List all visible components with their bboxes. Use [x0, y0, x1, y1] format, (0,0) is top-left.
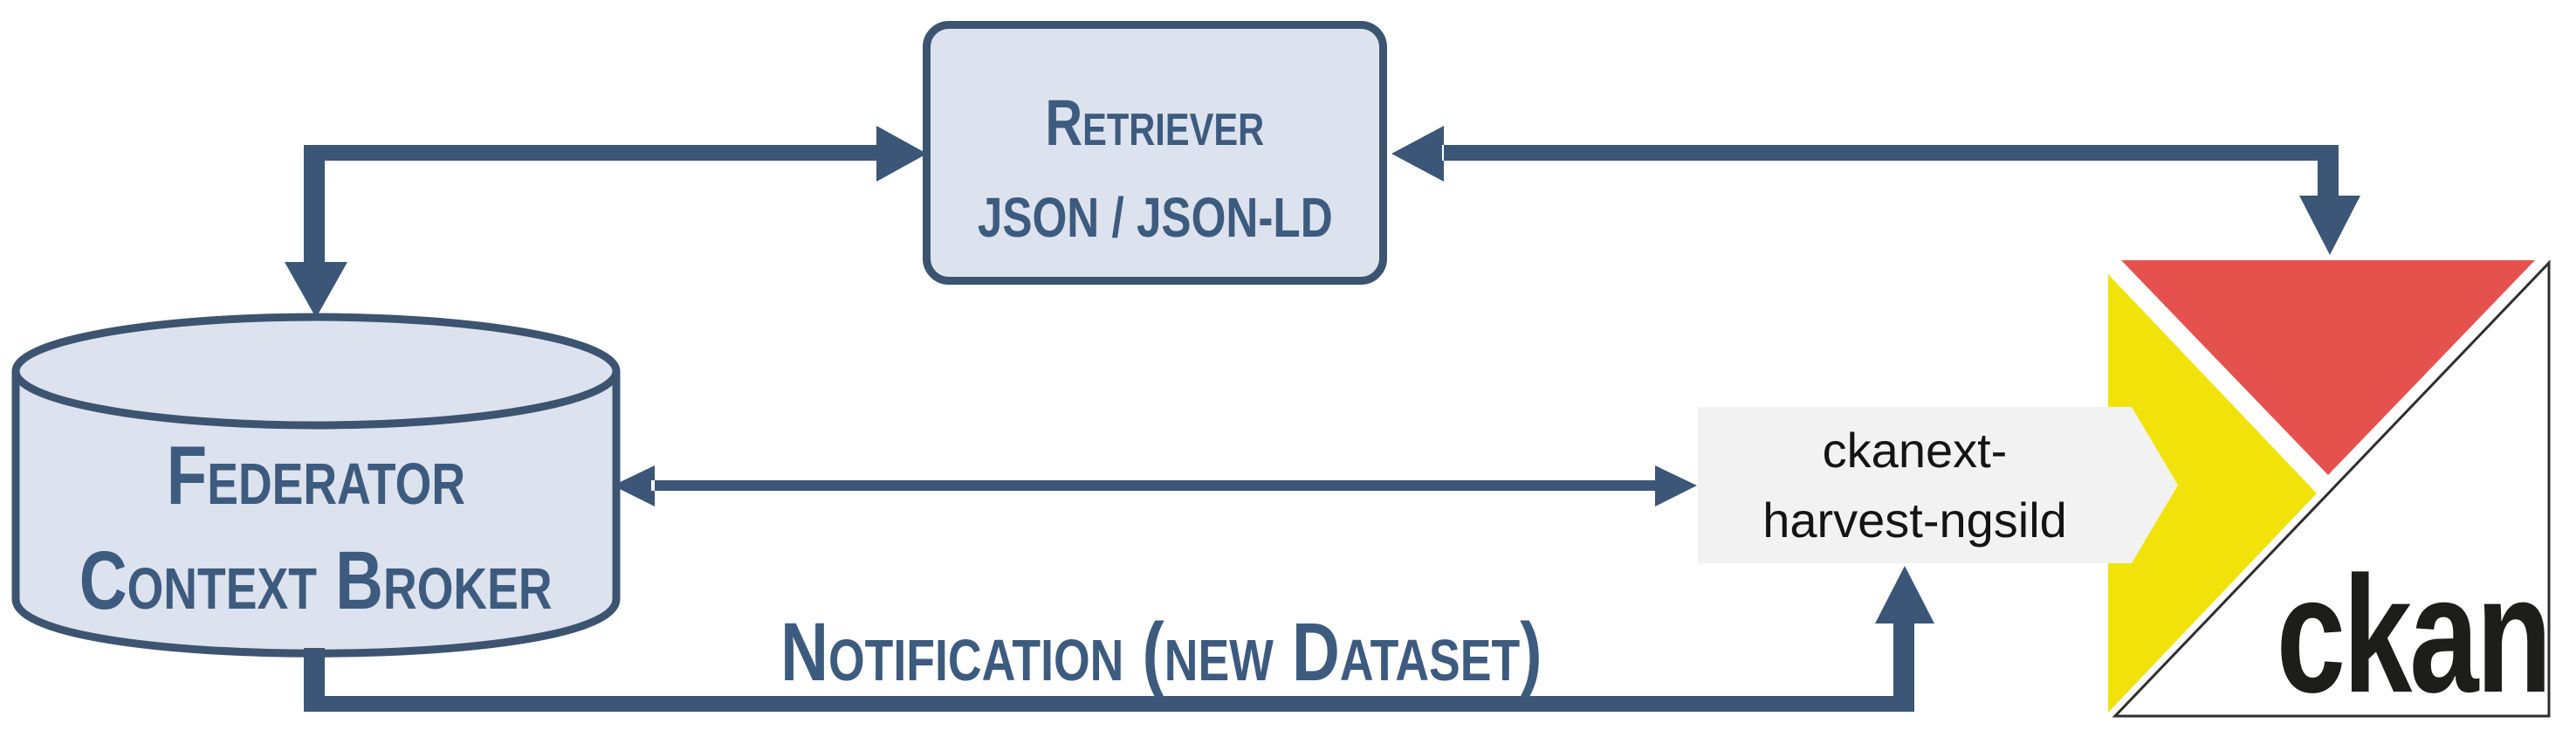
ckan-logo-graphic [2108, 259, 2551, 718]
harvester-label-line2: harvest-ngsild [1762, 492, 2067, 548]
arrow-broker-harvester [613, 465, 1697, 506]
federator-line1-text: Federator [166, 430, 466, 522]
ckan-logo-white-triangle [2112, 259, 2551, 718]
harvester-label-line1: ckanext- [1822, 422, 2008, 478]
federator-label-line2: Context Broker [16, 533, 616, 629]
ckan-logo-red-triangle [2121, 260, 2535, 475]
retriever-node: Retriever JSON / JSON-LD [923, 21, 1387, 285]
notification-label-text: Notification (new Dataset) [780, 606, 1542, 699]
ckan-logo-yellow-triangle [2108, 274, 2317, 713]
ckan-wordmark: ckan [2276, 542, 2552, 727]
retriever-title: Retriever [931, 79, 1379, 167]
ckanext-harvest-ngsild-node: ckanext- harvest-ngsild [1698, 407, 2178, 563]
federator-label-line1: Federator [16, 428, 616, 524]
arrow-retriever-ckan [1391, 126, 2360, 255]
arrow-notification [304, 566, 1934, 712]
retriever-subtitle-text: JSON / JSON-LD [977, 186, 1333, 249]
federator-line2-text: Context Broker [79, 534, 553, 627]
notification-edge-label: Notification (new Dataset) [681, 604, 1641, 700]
ckan-logo: ckan [2107, 258, 2555, 721]
retriever-subtitle: JSON / JSON-LD [931, 174, 1379, 261]
retriever-title-text: Retriever [1045, 86, 1265, 159]
arrow-broker-retriever [285, 126, 927, 318]
